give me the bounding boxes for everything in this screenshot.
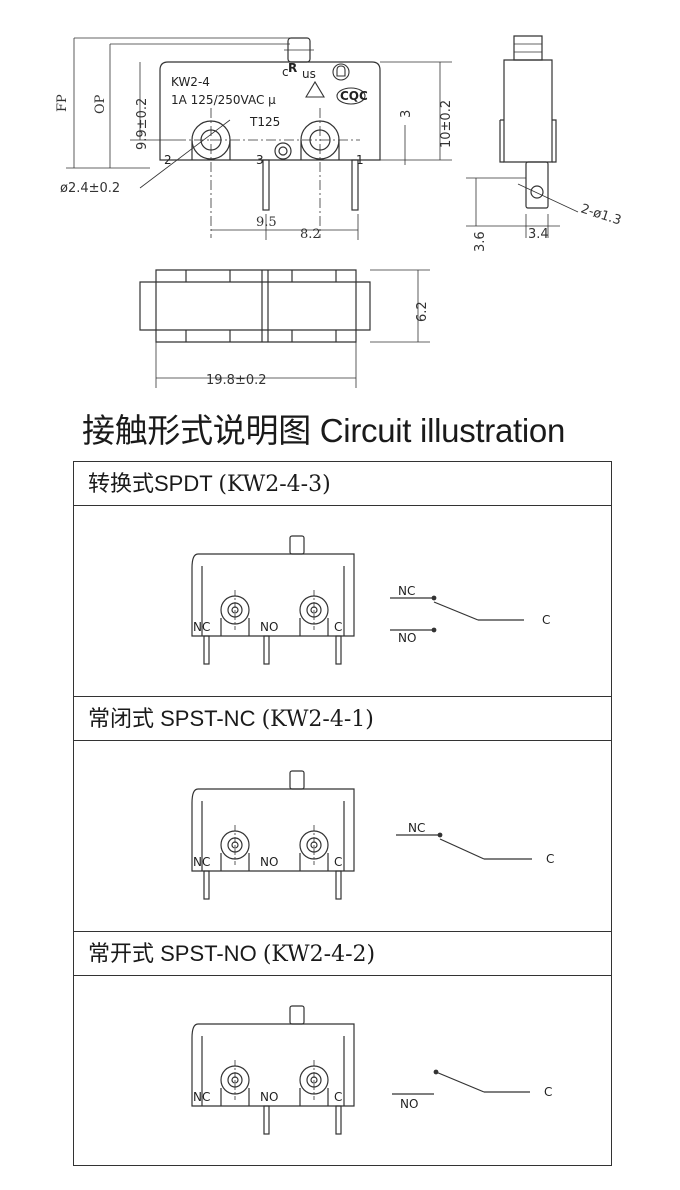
row-title-cn: 常闭式 SPST-NC — [88, 706, 262, 731]
pin-label-nc: NC — [193, 855, 210, 869]
pin-label-no: NO — [260, 855, 278, 869]
pin-label-nc: NC — [193, 620, 210, 634]
cert-logos — [305, 63, 366, 105]
dim-hole: ø2.4±0.2 — [60, 181, 120, 196]
side-body-outline — [503, 59, 553, 163]
us-mark: us — [302, 67, 316, 81]
terminal-3-label: 3 — [256, 153, 264, 167]
diagram-spst-no: NC NO C NO C — [191, 1005, 552, 1135]
bottom-body-outline — [139, 281, 371, 331]
model-label: KW2-4 — [171, 75, 210, 89]
side-pin-hole — [530, 185, 544, 199]
dim-h-right: 10±0.2 — [439, 100, 454, 148]
terminal-3-marker — [274, 142, 292, 160]
diagram-spdt: NC NO C NC NO C — [191, 535, 550, 665]
row-divider — [74, 696, 611, 697]
dim-bottom-h: 6.2 — [415, 301, 430, 322]
pin-label-nc: NC — [193, 1090, 210, 1104]
circuit-label-no: NO — [400, 1097, 418, 1111]
circuit-label-nc: NC — [398, 584, 415, 598]
circuit-table: 转换式SPDT (KW2-4-3) NC NO C NC NO — [73, 461, 612, 1166]
row-title-code: (KW2-4-3) — [218, 472, 331, 497]
pin-label-no: NO — [260, 620, 278, 634]
pin-label-c: C — [334, 620, 342, 634]
circuit-label-nc: NC — [408, 821, 425, 835]
diagram-spst-nc: NC NO C NC C — [191, 770, 554, 900]
dim-w82: 8.2 — [300, 227, 321, 242]
technical-drawing: KW2-4 1A 125/250VAC μ T125 c R us CQC 2 … — [55, 35, 623, 388]
circuit-label-c: C — [542, 613, 550, 627]
dim-side-hole: 2-ø1.3 — [579, 202, 623, 229]
row-divider — [74, 931, 611, 932]
pin-label-c: C — [334, 855, 342, 869]
dim-h-op: 9.9±0.2 — [135, 98, 150, 150]
dim-op: OP — [93, 94, 108, 114]
pin-right — [351, 159, 359, 211]
dim-side-h: 3.6 — [473, 231, 488, 252]
dim-fp: FP — [55, 94, 70, 112]
ul-mark: R — [288, 61, 297, 75]
row-title-code: (KW2-4-2) — [262, 942, 376, 967]
row-title-cn: 转换式SPDT — [88, 471, 219, 496]
circuit-label-no: NO — [398, 631, 416, 645]
dim-side-w: 3.4 — [528, 227, 549, 242]
dim-w95: 9.5 — [256, 215, 277, 230]
pin-label-no: NO — [260, 1090, 278, 1104]
section-title: 接触形式说明图 Circuit illustration — [82, 412, 566, 449]
terminal-1-label: 1 — [356, 153, 364, 167]
pin-left — [262, 159, 270, 211]
pin-label-c: C — [334, 1090, 342, 1104]
row-title-code: (KW2-4-1) — [261, 707, 374, 732]
circuit-label-c: C — [546, 852, 554, 866]
cqc-mark: CQC — [340, 89, 368, 103]
circuit-label-c: C — [544, 1085, 552, 1099]
dim-three: 3 — [399, 110, 414, 118]
dim-bottom-w: 19.8±0.2 — [206, 373, 267, 388]
row-header-spst-nc: 常闭式 SPST-NC (KW2-4-1) — [74, 697, 611, 741]
row-header-spdt: 转换式SPDT (KW2-4-3) — [74, 462, 611, 506]
temp-label: T125 — [249, 115, 280, 129]
c-mark: c — [282, 65, 289, 79]
terminal-2-label: 2 — [164, 153, 172, 167]
rating-label: 1A 125/250VAC μ — [171, 93, 276, 107]
row-title-cn: 常开式 SPST-NO — [88, 941, 263, 966]
row-header-spst-no: 常开式 SPST-NO (KW2-4-2) — [74, 932, 611, 976]
